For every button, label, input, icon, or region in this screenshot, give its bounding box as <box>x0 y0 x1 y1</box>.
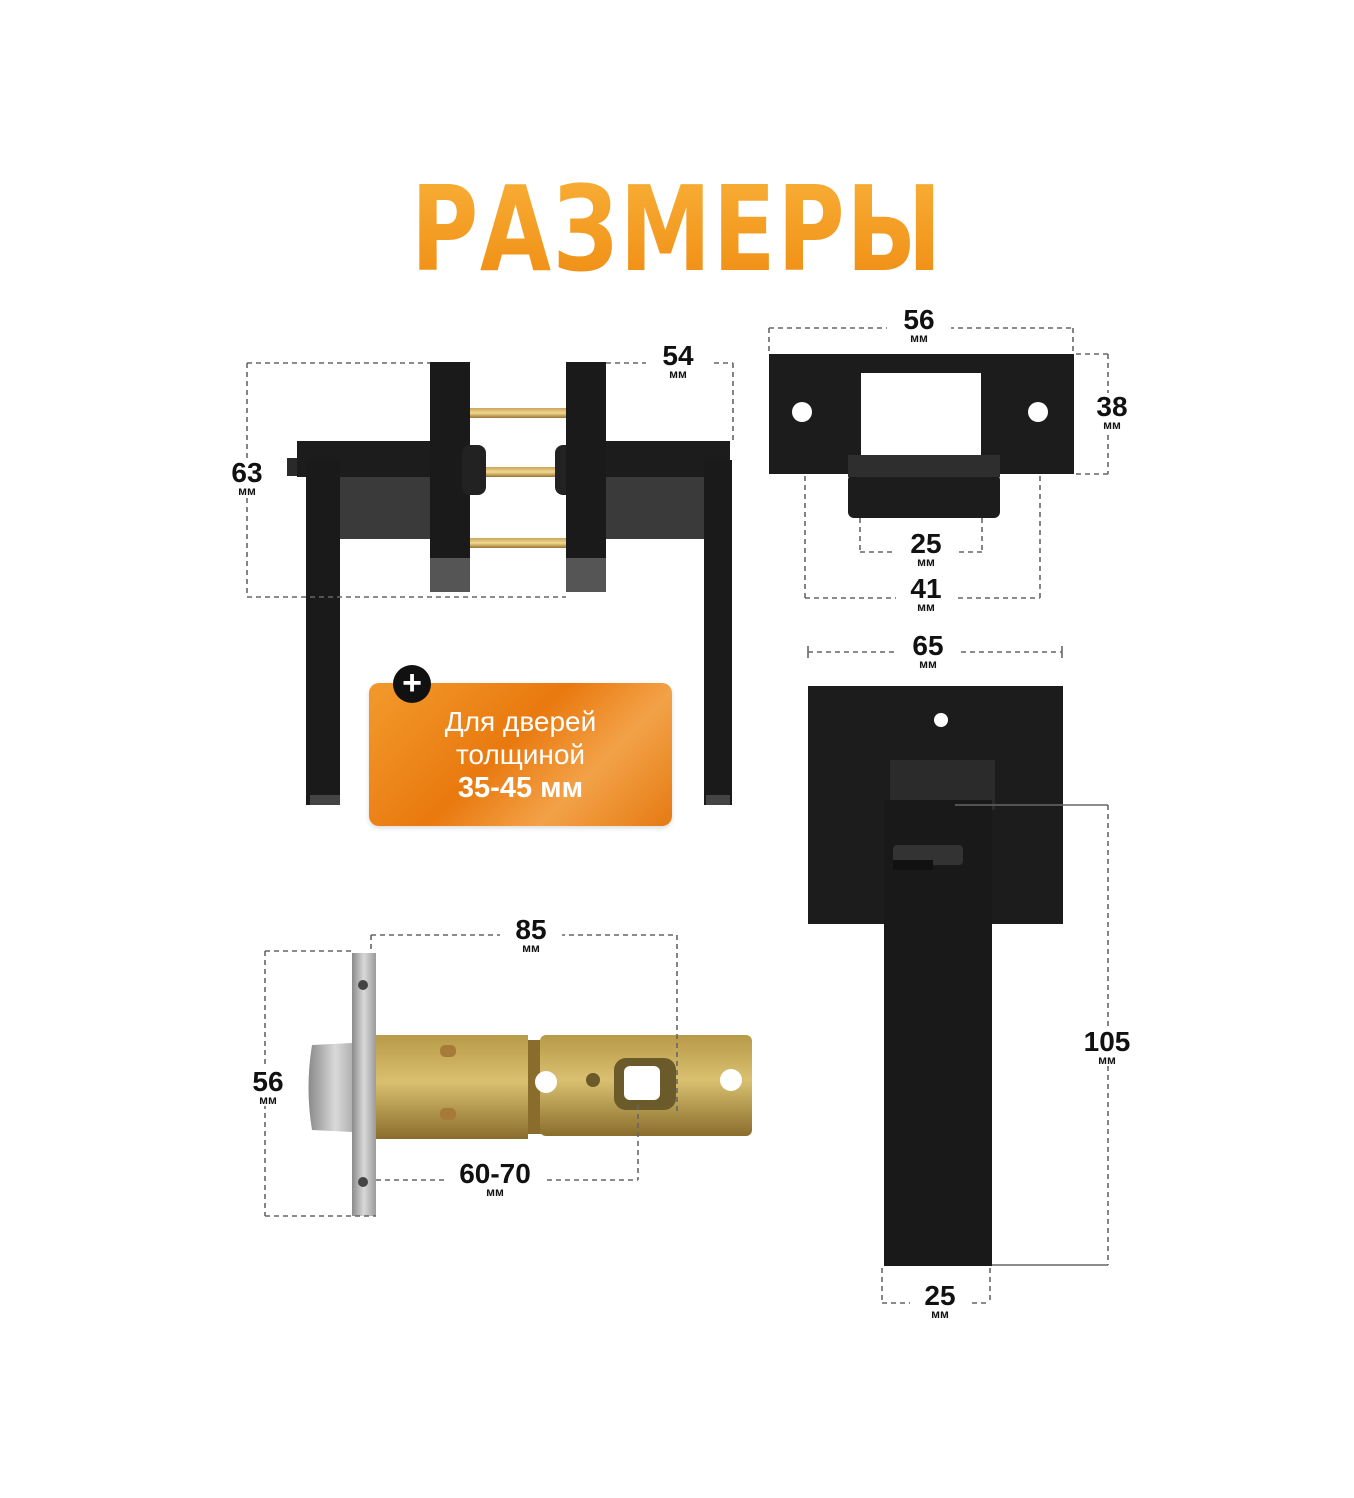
latch-image <box>308 953 752 1216</box>
rosette-handle-image <box>808 686 1063 1266</box>
badge-line-2: толщиной <box>455 739 586 770</box>
badge-line-1: Для дверей <box>444 706 597 737</box>
door-thickness-badge: Для дверей толщиной 35-45 мм <box>369 683 672 826</box>
plus-icon: + <box>393 665 431 703</box>
strike-plate-image <box>769 354 1074 518</box>
page-title: РАЗМЕРЫ <box>149 160 1205 298</box>
handle-set-image <box>287 362 732 805</box>
badge-line-3: 35-45 мм <box>457 772 584 804</box>
